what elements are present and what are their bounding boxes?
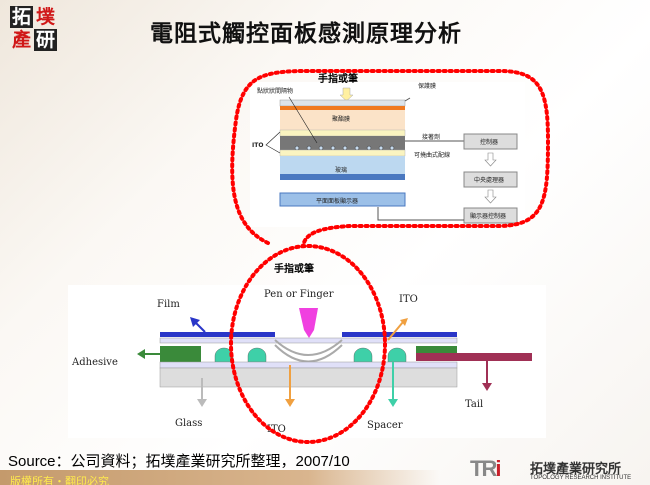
label-ito-top: ITO (399, 294, 418, 305)
logo-char: 墣 (35, 6, 55, 28)
label-film: Film (157, 299, 180, 310)
label-tail: Tail (465, 399, 483, 410)
label-adhesive: 接著劑 (422, 133, 440, 141)
label-spacer: Spacer (367, 420, 403, 431)
logo-char: 研 (34, 29, 57, 51)
brand-abbr-accent: i (495, 456, 501, 481)
copyright: 版權所有・翻印必究 (10, 475, 109, 485)
label-controller: 控制器 (480, 138, 498, 146)
glass-layer (280, 156, 405, 174)
pen-icon (299, 308, 318, 338)
label-cpu: 中央處理器 (474, 176, 504, 184)
logo: 拓 墣 產 研 (10, 6, 60, 52)
highlight-outline (230, 69, 551, 248)
glass-substrate (159, 367, 458, 388)
bottom-diagram: 手指或筆 (68, 262, 546, 438)
logo-char: 產 (11, 29, 31, 51)
page-title: 電阻式觸控面板感測原理分析 (150, 20, 462, 47)
highlight-circle (229, 244, 387, 444)
brand-logo: TRi (470, 456, 502, 482)
glass-bottom (280, 174, 405, 180)
deformed-film (274, 339, 343, 363)
brand-name-cn: 拓墣產業研究所 (530, 462, 622, 477)
label-adhesive-bottom: Adhesive (71, 357, 118, 368)
display-controller-box (463, 207, 518, 224)
controller-box (463, 133, 518, 150)
label-ito: ITO (252, 142, 263, 149)
label-glass-bottom: Glass (175, 418, 202, 429)
label-glass: 玻璃 (335, 166, 347, 174)
label-flex: 可撓曲式配線 (414, 151, 450, 159)
label-protective: 保護膜 (418, 82, 436, 90)
polyester-layer (280, 110, 405, 130)
source-note: Source：公司資料；拓墣產業研究所整理，2007/10 (8, 453, 350, 470)
ito-film (159, 337, 458, 344)
label-polyester: 聚酯膜 (332, 115, 350, 123)
protective-layer (279, 99, 406, 107)
logo-char: 拓 (10, 6, 33, 28)
arrowheads (137, 317, 492, 407)
label-display: 平面面板顯示器 (316, 197, 358, 205)
flow-arrows (484, 152, 497, 204)
footer-bar: 版權所有・翻印必究 (0, 470, 440, 485)
label-display-controller: 顯示器控制器 (470, 212, 506, 220)
display-panel (279, 192, 406, 207)
spacer-layer (280, 136, 405, 150)
ito-layer-top (279, 129, 406, 137)
label-spacer-dots: 點狀狀間隔物 (257, 87, 293, 95)
spacer-dots (294, 145, 395, 151)
ito-layer-bottom (279, 149, 406, 157)
film-right (342, 332, 457, 337)
brand-abbr: TR (470, 456, 497, 481)
top-diagram: 手指或筆 點狀狀間隔物 保護膜 聚酯膜 ITO 接著劑 可撓曲式配線 玻璃 (250, 72, 525, 227)
adhesive-block-left (160, 346, 201, 362)
bottom-caption: 手指或筆 (274, 262, 314, 275)
film-left (160, 332, 275, 337)
brand-name-en: TOPOLOGY RESEARCH INSTITUTE (530, 475, 632, 481)
adhesive-block-right (416, 346, 457, 353)
down-arrow-icon (339, 87, 354, 102)
spacers (214, 347, 407, 363)
label-ito-bottom: ITO (267, 424, 286, 435)
ito-glass (159, 361, 458, 369)
label-pen: Pen or Finger (264, 289, 334, 300)
cpu-box (463, 171, 518, 188)
top-caption: 手指或筆 (318, 72, 358, 85)
tail-strip (416, 353, 532, 361)
polyester-top (280, 106, 405, 110)
